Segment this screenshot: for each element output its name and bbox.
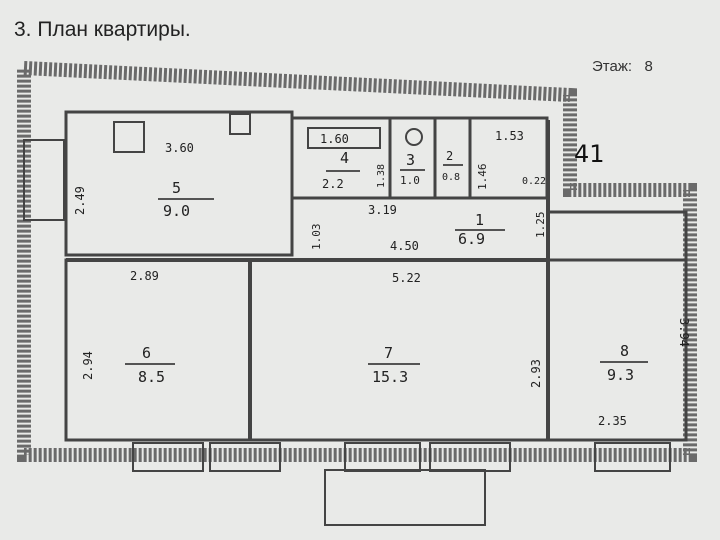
room-6-number: 6 bbox=[142, 344, 151, 362]
room-7-number: 7 bbox=[384, 344, 393, 362]
handwritten-note: 41 bbox=[574, 140, 605, 168]
room-4-number: 4 bbox=[340, 149, 349, 167]
dim-corridor-length: 4.50 bbox=[390, 239, 419, 253]
room-7-area: 15.3 bbox=[372, 368, 408, 386]
room-2-number: 2 bbox=[446, 149, 453, 163]
dim-room8-width: 2.35 bbox=[598, 414, 627, 428]
floor-indicator: Этаж: 8 bbox=[592, 58, 653, 75]
room-1-area: 6.9 bbox=[458, 230, 485, 248]
dim-step: 0.22 bbox=[522, 176, 546, 187]
room-3-number: 3 bbox=[406, 151, 415, 169]
dim-room6-height: 2.94 bbox=[81, 351, 95, 380]
area-dividers bbox=[125, 164, 648, 365]
floor-label: Этаж: bbox=[592, 58, 633, 75]
room-3-area: 1.0 bbox=[400, 174, 420, 187]
dim-corridor-small: 3.19 bbox=[368, 203, 397, 217]
room-8-area: 9.3 bbox=[607, 366, 634, 384]
dim-hall-lower: 1.25 bbox=[534, 212, 547, 239]
dim-room6-width: 2.89 bbox=[130, 269, 159, 283]
dim-room4-height: 1.38 bbox=[376, 164, 387, 188]
room-8-number: 8 bbox=[620, 342, 629, 360]
dim-corridor-height: 1.03 bbox=[310, 224, 323, 251]
room-2-area: 0.8 bbox=[442, 172, 460, 183]
dim-room7-height: 2.93 bbox=[529, 359, 543, 388]
floor-value: 8 bbox=[644, 58, 653, 75]
room-4-area: 2.2 bbox=[322, 177, 344, 191]
room-6-area: 8.5 bbox=[138, 368, 165, 386]
page-title: 3. План квартиры. bbox=[14, 18, 191, 41]
dim-hall-width: 1.53 bbox=[495, 129, 524, 143]
room-5-number: 5 bbox=[172, 179, 181, 197]
dim-room7-width: 5.22 bbox=[392, 271, 421, 285]
dim-wc-height: 1.46 bbox=[476, 164, 489, 191]
dim-kitchen-width: 3.60 bbox=[165, 141, 194, 155]
dim-kitchen-height: 2.49 bbox=[73, 186, 87, 215]
walls bbox=[17, 60, 697, 526]
dim-bath-length: 1.60 bbox=[320, 132, 349, 146]
room-1-number: 1 bbox=[475, 211, 484, 229]
dim-room8-height: 3.94 bbox=[677, 318, 691, 347]
room-5-area: 9.0 bbox=[163, 202, 190, 220]
